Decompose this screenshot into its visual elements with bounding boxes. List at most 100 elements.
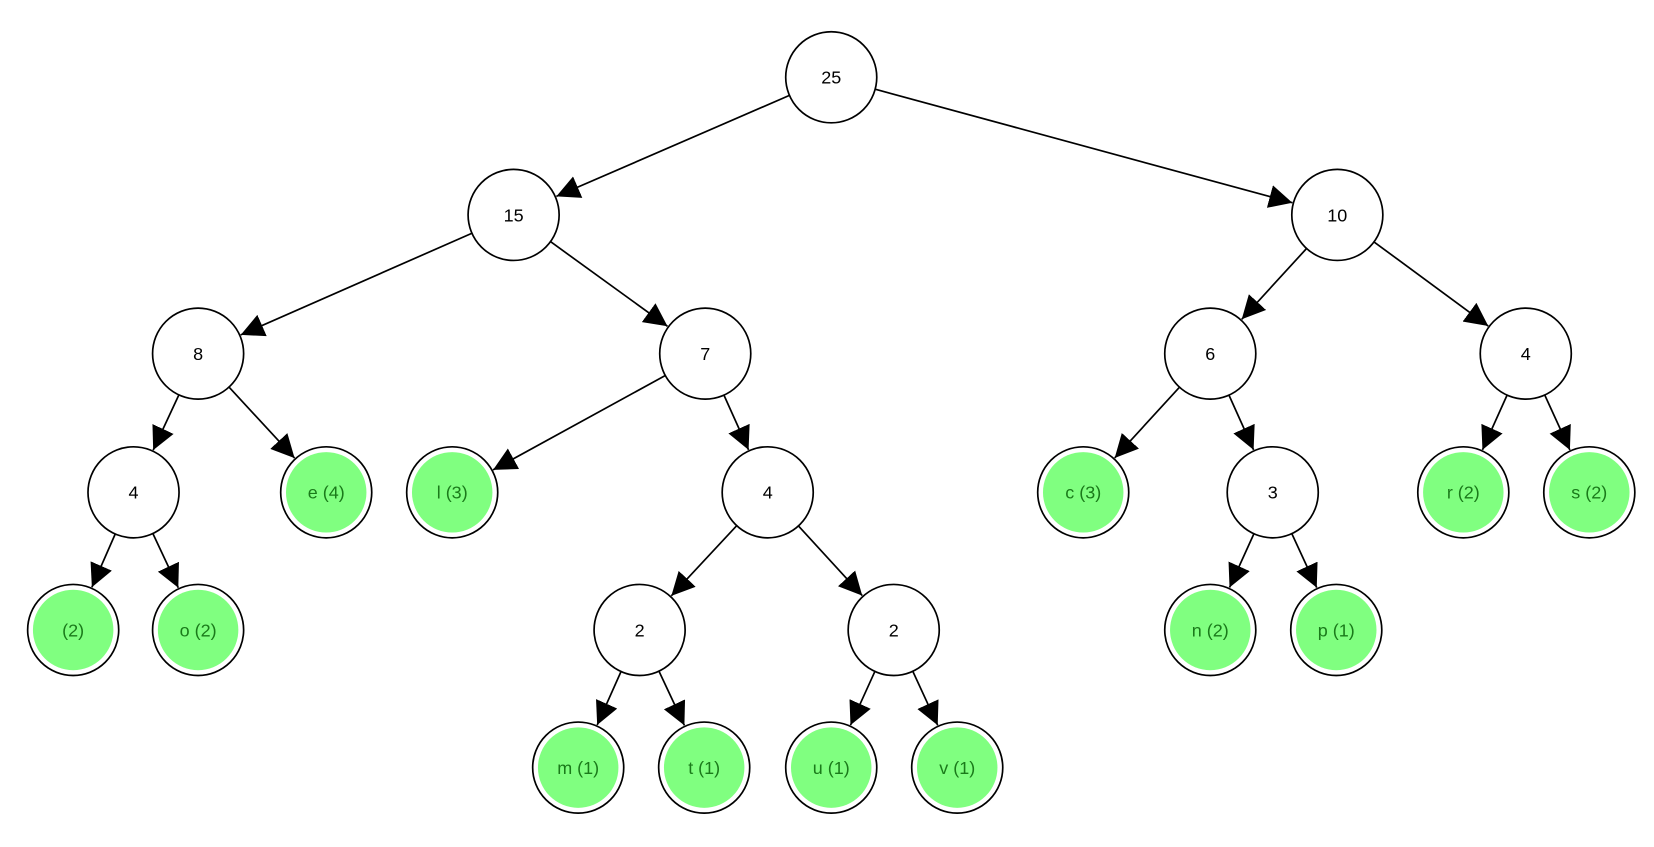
node-label: n (2) (1192, 620, 1229, 640)
node-circle (1226, 445, 1320, 539)
node-fill (791, 727, 872, 808)
edge-arrow (152, 394, 180, 451)
node-label: r (2) (1447, 483, 1480, 503)
leaf-node: p (1) (1289, 583, 1383, 677)
node-label: e (4) (308, 483, 345, 503)
internal-node: 25 (784, 30, 878, 124)
node-circle (721, 445, 815, 539)
node-label: 7 (700, 344, 710, 364)
node-circle (151, 307, 245, 400)
node-fill (916, 727, 998, 808)
node-circle (1163, 307, 1257, 400)
edge-arrow (1481, 394, 1508, 451)
leaf-node: t (1) (657, 721, 751, 814)
internal-node: 7 (658, 307, 752, 400)
edge-arrow (556, 94, 790, 198)
edge-arrow (240, 232, 473, 337)
node-circle (467, 168, 560, 262)
internal-node: 4 (721, 445, 815, 539)
internal-node: 10 (1290, 168, 1384, 262)
edge-arrow (874, 88, 1293, 208)
node-circle (593, 583, 686, 677)
edge-arrow (1114, 386, 1181, 459)
node-label: 4 (1521, 344, 1531, 364)
internal-node: 3 (1226, 445, 1320, 539)
internal-node: 2 (593, 583, 686, 677)
node-fill (1423, 452, 1504, 533)
internal-node: 4 (87, 445, 180, 539)
node-label: 8 (193, 344, 203, 364)
edge-arrow (492, 374, 666, 471)
node-label: s (2) (1571, 483, 1607, 503)
node-label: 4 (763, 483, 773, 503)
leaf-node: n (2) (1163, 583, 1257, 677)
node-label: t (1) (688, 758, 720, 778)
internal-node: 8 (151, 307, 245, 400)
node-label: 2 (635, 620, 645, 640)
node-circle (784, 30, 878, 124)
node-fill (411, 452, 493, 533)
edge-arrow (1373, 241, 1489, 327)
leaf-node: r (2) (1416, 445, 1510, 539)
edge-arrow (1291, 533, 1318, 589)
internal-node: 4 (1479, 307, 1573, 400)
edge-arrow (797, 525, 863, 597)
node-circle (658, 307, 752, 400)
node-fill (663, 727, 745, 808)
node-fill (32, 589, 114, 671)
edge-arrow (723, 394, 750, 451)
edge-arrow (849, 671, 876, 726)
node-fill (1170, 589, 1251, 671)
node-label: o (2) (180, 620, 217, 640)
node-label: 2 (889, 620, 899, 640)
leaf-node: o (2) (151, 583, 245, 677)
edge-arrow (228, 386, 296, 459)
internal-node: 15 (467, 168, 560, 262)
edges (90, 88, 1571, 726)
edge-arrow (90, 533, 117, 588)
node-fill (1296, 589, 1377, 671)
internal-node: 6 (1163, 307, 1257, 400)
node-label: u (1) (813, 758, 850, 778)
edge-arrow (596, 671, 622, 726)
leaf-node: s (2) (1542, 445, 1636, 539)
node-fill (537, 727, 619, 808)
node-label: 25 (821, 68, 841, 88)
edge-arrow (1228, 533, 1255, 588)
edge-arrow (1543, 394, 1571, 451)
node-label: 15 (504, 205, 524, 225)
leaf-node: e (4) (279, 445, 373, 539)
edge-arrow (1228, 394, 1255, 451)
node-label: l (3) (437, 483, 468, 503)
nodes: 25 15 10 8 7 6 4 4 e (4) l (3) 4 c (3) 3 r (2) s (2) (… (26, 30, 1636, 814)
edge-arrow (549, 240, 669, 327)
edge-arrow (912, 670, 939, 726)
node-label: c (3) (1065, 483, 1101, 503)
node-circle (847, 583, 941, 677)
node-circle (87, 445, 180, 539)
leaf-node: c (3) (1036, 445, 1130, 539)
node-fill (157, 589, 239, 671)
node-label: (2) (62, 620, 84, 640)
node-fill (1042, 452, 1124, 533)
edge-arrow (670, 525, 738, 597)
node-fill (285, 452, 367, 533)
leaf-node: u (1) (784, 721, 878, 814)
node-label: 3 (1268, 483, 1278, 503)
leaf-node: m (1) (531, 721, 625, 814)
leaf-node: l (3) (405, 445, 499, 539)
internal-node: 2 (847, 583, 941, 677)
leaf-node: v (1) (910, 721, 1004, 814)
edge-arrow (658, 670, 686, 726)
node-label: p (1) (1318, 620, 1355, 640)
node-label: 4 (129, 483, 139, 503)
edge-arrow (1241, 247, 1308, 320)
node-circle (1290, 168, 1384, 262)
node-circle (1479, 307, 1573, 400)
node-label: 10 (1327, 205, 1347, 225)
edge-arrow (152, 533, 180, 589)
node-label: m (1) (557, 758, 599, 778)
leaf-node: (2) (26, 583, 120, 677)
node-label: 6 (1205, 344, 1215, 364)
